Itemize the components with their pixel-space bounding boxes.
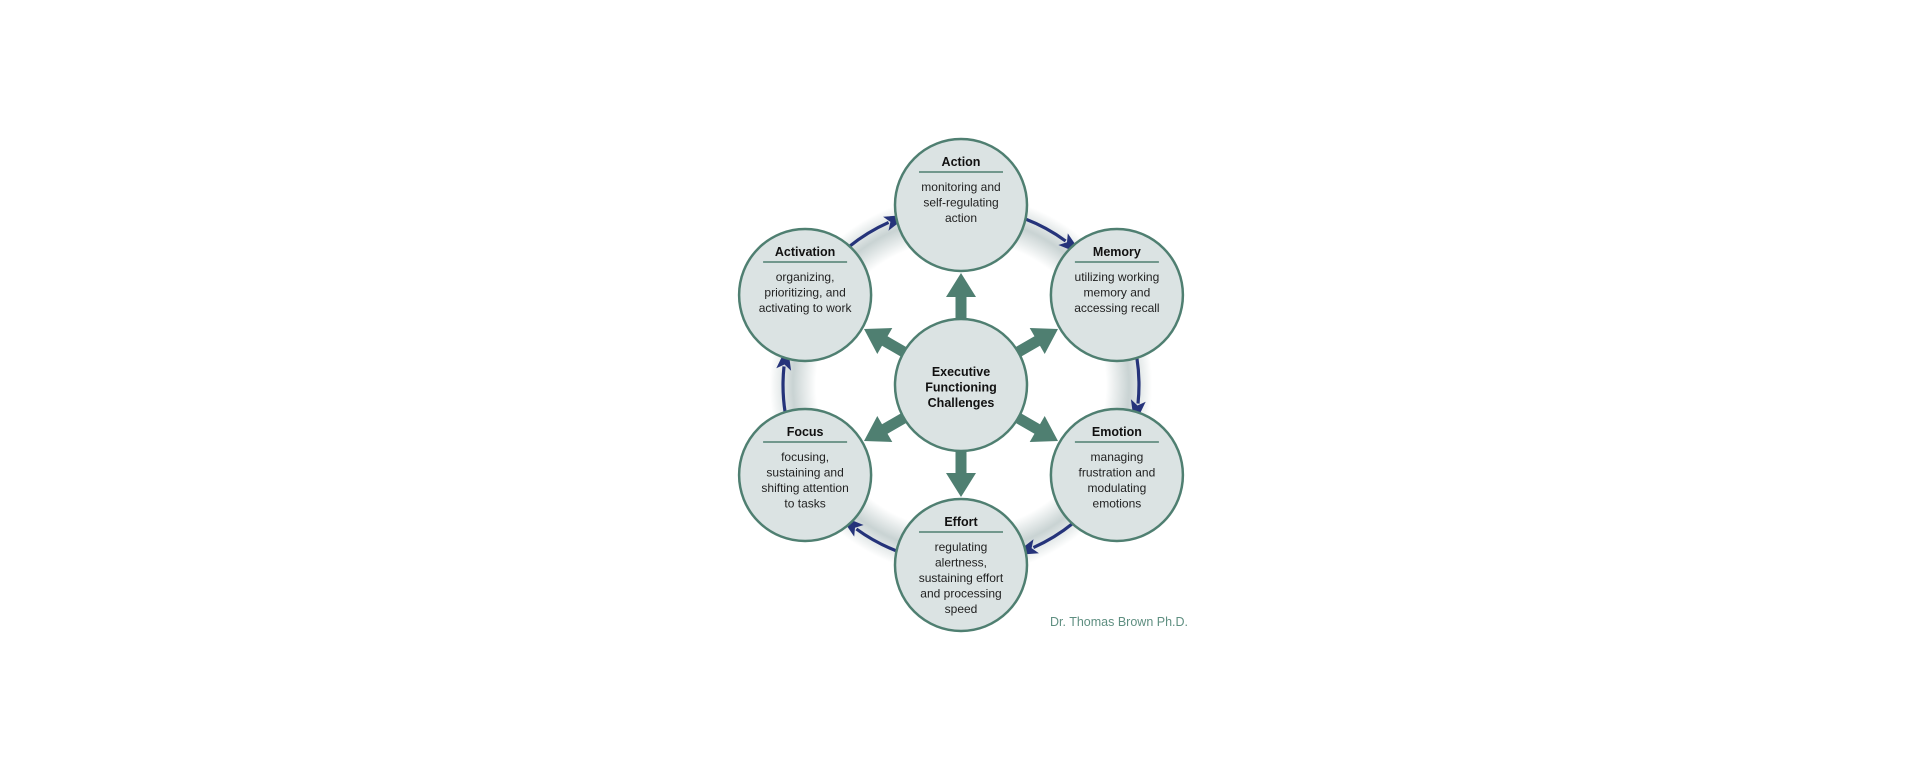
- thick-arrow-icon: [946, 449, 976, 497]
- center-arrow-action: [946, 273, 976, 321]
- node-description-line: utilizing working: [1075, 270, 1160, 284]
- thick-arrow-icon: [1013, 328, 1058, 358]
- center-title-line: Functioning: [925, 381, 997, 395]
- function-nodes: Action monitoring and self-regulatingactio…: [737, 137, 1185, 633]
- center-arrow-activation: [864, 328, 909, 358]
- node-description-line: managing: [1091, 450, 1144, 464]
- node-description-line: self-regulating: [923, 196, 998, 210]
- node-description-line: regulating: [935, 540, 988, 554]
- center-arrow-effort: [946, 449, 976, 497]
- thick-arrow-icon: [864, 412, 909, 442]
- center-title-line: Challenges: [928, 396, 995, 410]
- node-title: Activation: [775, 245, 835, 259]
- node-description-line: emotions: [1093, 497, 1142, 511]
- node-description-line: to tasks: [784, 497, 825, 511]
- node-description-line: activating to work: [759, 301, 853, 315]
- node-effort: Effort regulating alertness,sustaining eff…: [893, 497, 1029, 633]
- node-description-line: frustration and: [1079, 466, 1156, 480]
- node-description-line: monitoring and: [921, 180, 1000, 194]
- node-title: Action: [942, 155, 981, 169]
- node-activation: Activation organizing, prioritizing, andac…: [737, 227, 873, 363]
- node-description-line: accessing recall: [1074, 301, 1159, 315]
- node-description-line: shifting attention: [761, 481, 848, 495]
- node-description-line: sustaining effort: [919, 571, 1004, 585]
- node-description-line: alertness,: [935, 556, 987, 570]
- node-description-line: memory and: [1084, 286, 1151, 300]
- thick-arrow-icon: [864, 328, 909, 358]
- node-description-line: focusing,: [781, 450, 829, 464]
- node-action: Action monitoring and self-regulatingactio…: [893, 137, 1029, 273]
- author-credit: Dr. Thomas Brown Ph.D.: [1050, 615, 1188, 629]
- thick-arrow-icon: [946, 273, 976, 321]
- node-description-line: organizing,: [776, 270, 835, 284]
- node-description-line: and processing: [920, 587, 1001, 601]
- node-description-line: modulating: [1088, 481, 1147, 495]
- center-arrow-memory: [1013, 328, 1058, 358]
- node-emotion: Emotion managing frustration andmodulating…: [1049, 407, 1185, 543]
- center-arrows: [864, 273, 1058, 497]
- center-arrow-emotion: [1013, 412, 1058, 442]
- node-title: Emotion: [1092, 425, 1142, 439]
- node-title: Effort: [944, 515, 978, 529]
- center-circle: [893, 317, 1029, 453]
- node-description-line: sustaining and: [766, 466, 843, 480]
- node-description-line: prioritizing, and: [764, 286, 845, 300]
- center-title-line: Executive: [932, 365, 990, 379]
- node-description-line: speed: [945, 602, 978, 616]
- node-memory: Memory utilizing working memory andaccessi…: [1049, 227, 1185, 363]
- center-arrow-focus: [864, 412, 909, 442]
- node-title: Memory: [1093, 245, 1141, 259]
- node-description-line: action: [945, 211, 977, 225]
- thick-arrow-icon: [1013, 412, 1058, 442]
- node-title: Focus: [787, 425, 824, 439]
